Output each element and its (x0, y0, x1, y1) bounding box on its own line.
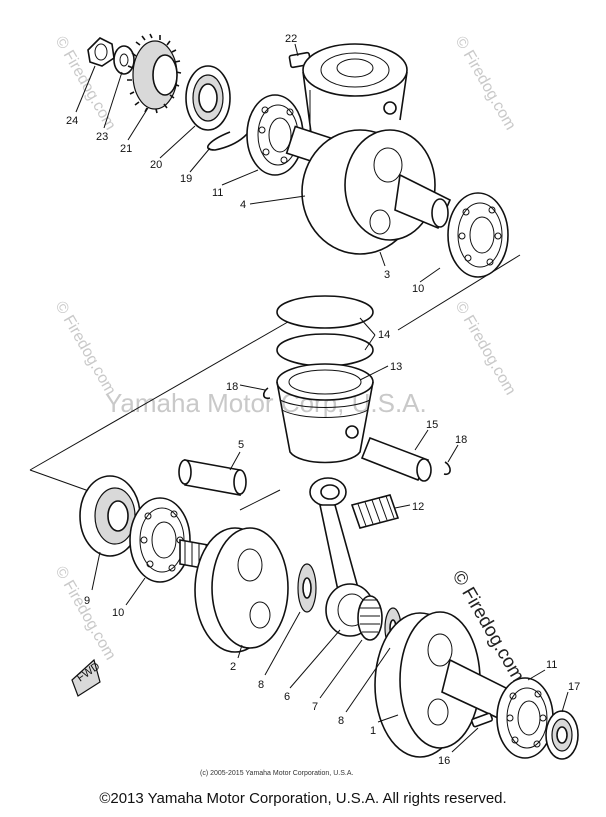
watermark-yamaha-center: Yamaha Motor Corp, U.S.A. (105, 388, 427, 418)
nut-24 (87, 37, 115, 67)
callout-18-left: 18 (226, 381, 238, 393)
crank-assembly-top (285, 125, 452, 255)
callout-8-right: 8 (338, 715, 344, 727)
watermark-firedog-top-right: © Firedog.com (452, 34, 519, 134)
bearing-11-bottom (496, 677, 554, 759)
seal-9 (79, 475, 141, 557)
callout-10-top: 10 (412, 283, 424, 295)
callout-2: 2 (230, 661, 236, 673)
callout-11-top: 11 (212, 187, 223, 199)
callout-7: 7 (312, 701, 318, 713)
small-copyright: (c) 2005-2015 Yamaha Motor Corporation, … (200, 770, 353, 777)
big-end-bearing-7 (357, 595, 383, 641)
seal-17 (545, 710, 579, 760)
circlip-18-left (262, 387, 271, 400)
callout-23: 23 (96, 131, 108, 143)
callout-21: 21 (120, 143, 132, 155)
callout-12: 12 (412, 501, 424, 513)
callout-20: 20 (150, 159, 162, 171)
callout-8-left: 8 (258, 679, 264, 691)
callout-24: 24 (66, 115, 78, 127)
needle-bearing-12 (350, 494, 400, 529)
piston-rings-14 (276, 295, 374, 367)
callout-5: 5 (238, 439, 244, 451)
callout-16: 16 (438, 755, 450, 767)
crank-web-1 (374, 611, 512, 758)
copyright-footer: ©2013 Yamaha Motor Corporation, U.S.A. A… (99, 790, 507, 807)
watermark-firedog-bottom-left: © Firedog.com (52, 564, 119, 664)
key-16 (470, 712, 494, 728)
piston-pin-15 (360, 436, 432, 482)
bearing-10-top (447, 192, 509, 278)
callout-22: 22 (285, 33, 297, 45)
callout-15: 15 (426, 419, 438, 431)
leader-lines-bottom (91, 451, 569, 753)
callout-13: 13 (390, 361, 402, 373)
callout-4: 4 (240, 199, 246, 211)
callout-19: 19 (180, 173, 192, 185)
washer-23 (113, 45, 135, 75)
gear-21 (127, 33, 182, 114)
callout-1: 1 (370, 725, 376, 737)
callout-9: 9 (84, 595, 90, 607)
crank-pin-5 (178, 459, 247, 496)
circlip-18-right (443, 461, 451, 476)
fwd-marker: FWD (71, 658, 102, 697)
leader-lines-middle (239, 317, 459, 463)
washer-8-left (297, 563, 317, 613)
callout-labels: 22 24 23 21 20 19 11 4 3 10 14 13 18 5 1… (66, 33, 580, 767)
watermark-firedog-mid-right: © Firedog.com (452, 299, 519, 399)
seal-20 (185, 65, 231, 131)
bearing-10-bottom (129, 497, 191, 583)
callout-18-right: 18 (455, 434, 467, 446)
callout-6: 6 (284, 691, 290, 703)
callout-11-bottom: 11 (546, 659, 557, 671)
piston-13 (276, 363, 374, 464)
callout-3: 3 (384, 269, 390, 281)
watermark-firedog-mid-left: © Firedog.com (52, 299, 119, 399)
leader-lines-top (75, 43, 441, 283)
callout-17: 17 (568, 681, 580, 693)
callout-10-bottom: 10 (112, 607, 124, 619)
crank-web-2 (194, 527, 289, 653)
callout-14: 14 (378, 329, 390, 341)
piston-top (302, 43, 408, 141)
